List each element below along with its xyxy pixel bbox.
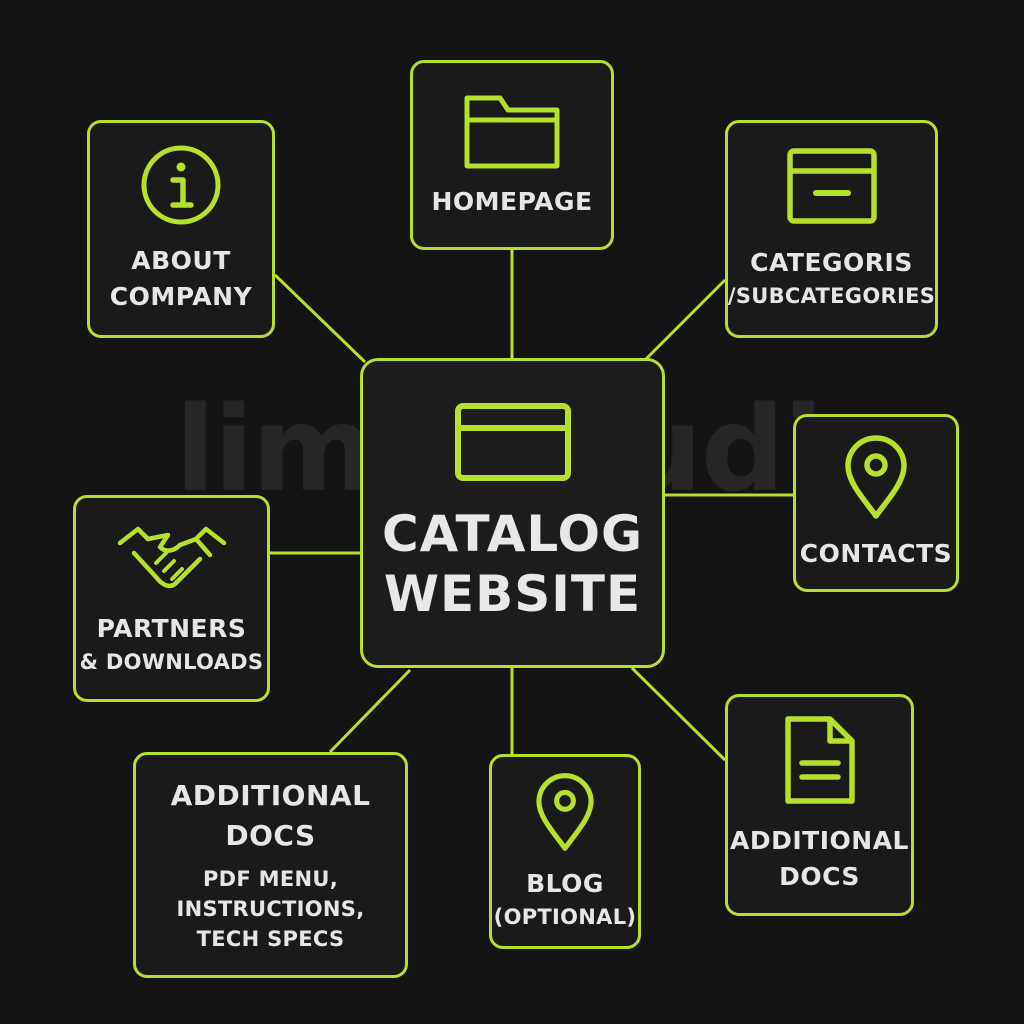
blog-sub: (OPTIONAL) xyxy=(493,904,637,929)
window-icon xyxy=(786,147,878,225)
node-contacts[interactable]: CONTACTS xyxy=(793,414,959,592)
folder-icon xyxy=(462,90,562,170)
categories-line1: CATEGORIS xyxy=(750,248,913,277)
connector-categories xyxy=(643,278,727,362)
document-icon xyxy=(782,715,858,805)
docs-right-line1: ADDITIONAL xyxy=(730,826,909,855)
node-blog[interactable]: BLOG (OPTIONAL) xyxy=(489,754,641,949)
center-title-line2: WEBSITE xyxy=(383,565,642,623)
partners-line1: PARTNERS xyxy=(96,613,247,643)
docs-left-sub2: INSTRUCTIONS, xyxy=(176,897,365,921)
blog-label: BLOG xyxy=(526,868,604,898)
node-catalog-website[interactable]: CATALOG WEBSITE xyxy=(360,358,665,668)
location-pin-icon xyxy=(534,772,596,852)
center-title-line1: CATALOG xyxy=(381,505,644,563)
docs-left-sub1: PDF MENU, xyxy=(202,867,339,891)
contacts-label: CONTACTS xyxy=(799,539,953,568)
node-homepage[interactable]: HOMEPAGE xyxy=(410,60,614,250)
location-pin-icon xyxy=(843,434,909,520)
node-categories[interactable]: CATEGORIS /SUBCATEGORIES xyxy=(725,120,938,338)
categories-line2: /SUBCATEGORIES xyxy=(727,284,936,308)
node-about-company[interactable]: ABOUT COMPANY xyxy=(87,120,275,338)
connector-additional-docs-left xyxy=(328,668,412,754)
docs-right-line2: DOCS xyxy=(779,862,860,891)
docs-left-sub3: TECH SPECS xyxy=(196,927,345,951)
docs-left-line1: ADDITIONAL xyxy=(170,779,371,812)
handshake-icon xyxy=(116,521,228,597)
partners-line2: & DOWNLOADS xyxy=(79,649,264,674)
homepage-label: HOMEPAGE xyxy=(431,187,593,216)
connector-about xyxy=(273,273,367,364)
node-additional-docs-right[interactable]: ADDITIONAL DOCS xyxy=(725,694,914,916)
about-line1: ABOUT xyxy=(131,246,231,275)
connector-additional-docs-right xyxy=(630,666,727,762)
browser-window-icon xyxy=(454,402,572,482)
info-icon xyxy=(139,143,223,227)
node-additional-docs-left[interactable]: ADDITIONAL DOCS PDF MENU, INSTRUCTIONS, … xyxy=(133,752,408,978)
node-partners-downloads[interactable]: PARTNERS & DOWNLOADS xyxy=(73,495,270,702)
docs-left-line2: DOCS xyxy=(225,819,316,852)
about-line2: COMPANY xyxy=(109,282,253,311)
